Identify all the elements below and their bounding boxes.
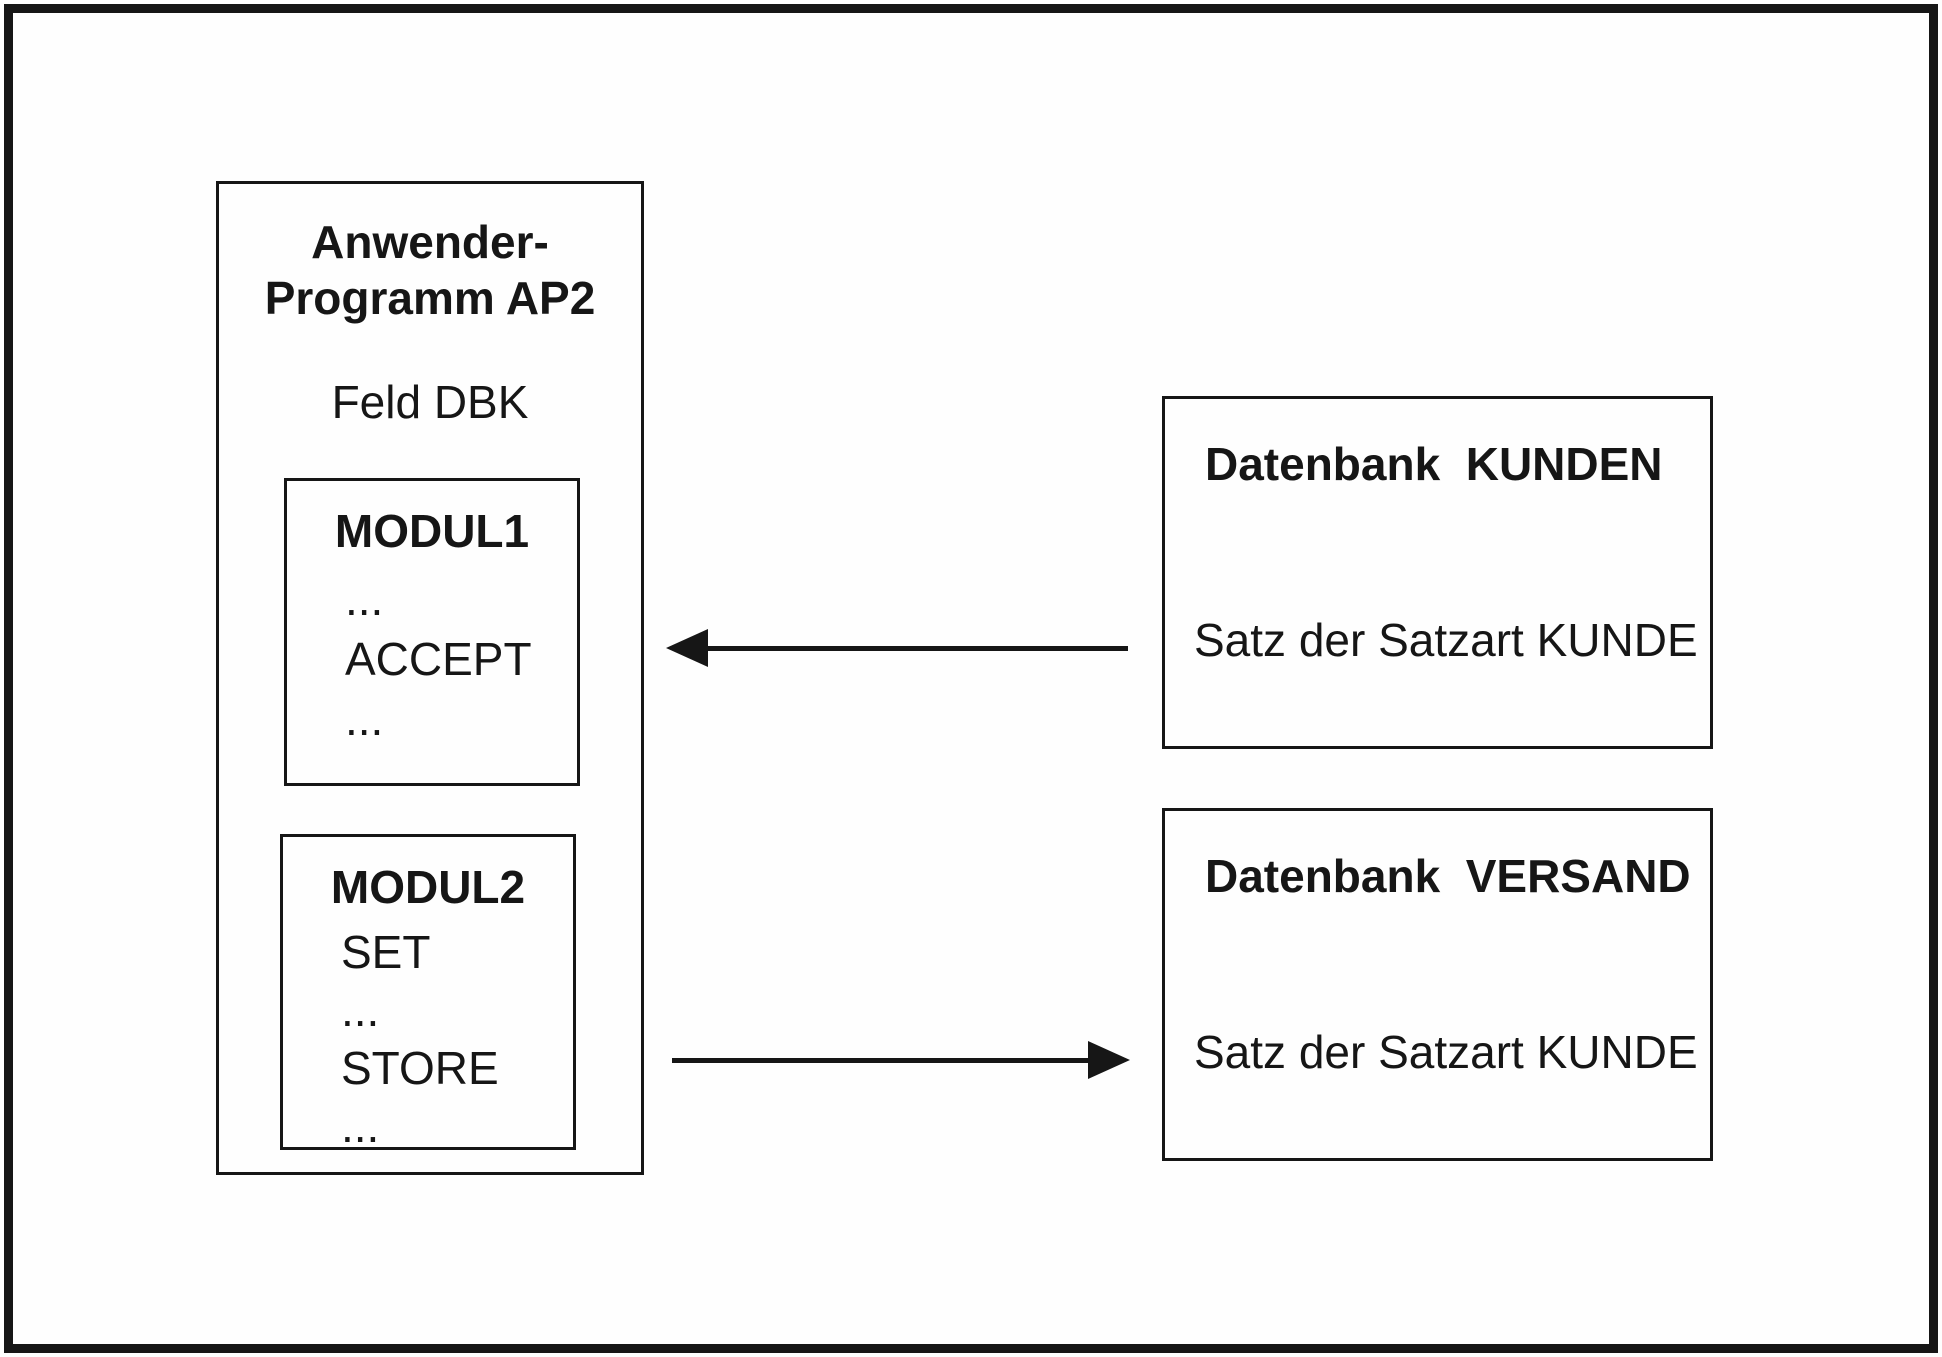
- datenbank-kunden-record-label: Satz der Satzart KUNDE: [1194, 614, 1698, 666]
- arrow-left-icon: [666, 629, 708, 667]
- ap2-title: Anwender- Programm AP2: [264, 216, 596, 324]
- modul1-title: MODUL1: [334, 505, 530, 557]
- code-line: ...: [345, 693, 384, 745]
- code-line: ...: [345, 573, 384, 625]
- modul2-code-lines: SET ... STORE ...: [283, 923, 573, 1155]
- arrow-modul2-to-versand: [672, 1041, 1130, 1079]
- datenbank-versand-box: Datenbank VERSAND Satz der Satzart KUNDE: [1162, 808, 1713, 1161]
- datenbank-versand-title: Datenbank VERSAND: [1205, 850, 1691, 902]
- code-line: ACCEPT: [345, 633, 532, 685]
- anwender-programm-ap2-box: Anwender- Programm AP2 Feld DBK MODUL1 .…: [216, 181, 644, 1175]
- modul2-title: MODUL2: [330, 861, 526, 913]
- arrow-shaft: [672, 1058, 1092, 1063]
- modul1-code-lines: ... ACCEPT ...: [287, 569, 577, 749]
- datenbank-versand-record-label: Satz der Satzart KUNDE: [1194, 1026, 1698, 1078]
- modul1-box: MODUL1 ... ACCEPT ...: [284, 478, 580, 786]
- datenbank-kunden-title: Datenbank KUNDEN: [1205, 438, 1663, 490]
- datenbank-kunden-box: Datenbank KUNDEN Satz der Satzart KUNDE: [1162, 396, 1713, 749]
- code-line: SET: [341, 926, 431, 978]
- arrow-shaft: [704, 646, 1128, 651]
- arrow-right-icon: [1088, 1041, 1130, 1079]
- code-line: STORE: [341, 1042, 499, 1094]
- arrow-kunden-to-modul1: [666, 629, 1128, 667]
- modul2-box: MODUL2 SET ... STORE ...: [280, 834, 576, 1152]
- code-line: ...: [341, 1100, 380, 1152]
- feld-dbk-label: Feld DBK: [331, 376, 529, 428]
- code-line: ...: [341, 984, 380, 1036]
